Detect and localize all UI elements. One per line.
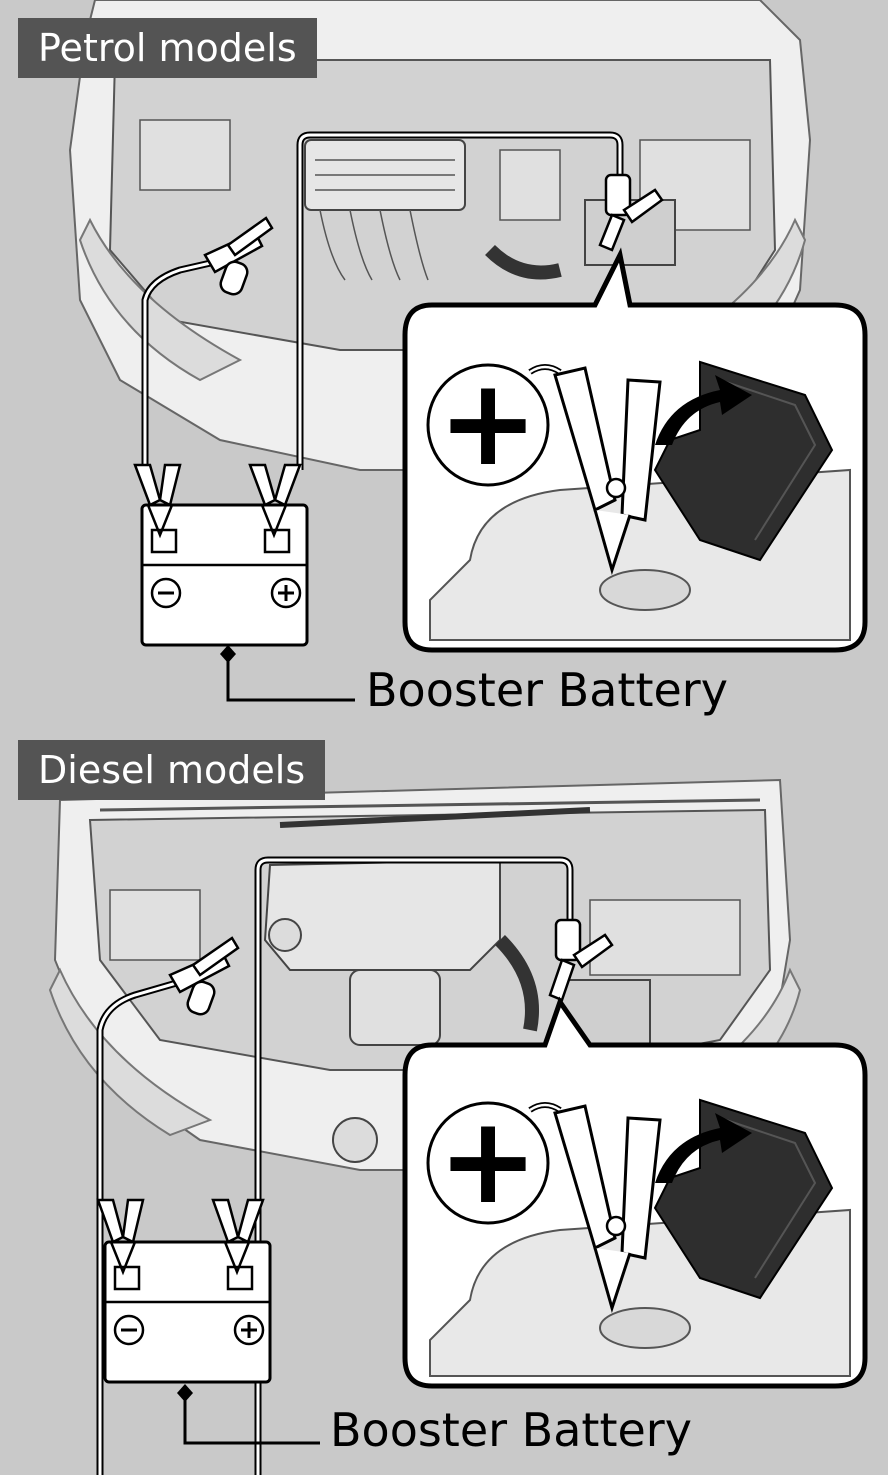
battery-icon (140, 503, 309, 647)
booster-battery-label: Booster Battery (330, 1403, 692, 1457)
diesel-engine-illustration (48, 778, 868, 1475)
jumper-clamp-icon (168, 936, 240, 1016)
label-leader-line (226, 654, 355, 702)
arrow-icon (655, 1113, 752, 1183)
petrol-section: + Petrol models Booster Battery (0, 0, 888, 735)
jumper-clamp-icon (203, 216, 274, 296)
jumper-clamp-icon (598, 173, 664, 252)
plus-symbol-icon (426, 1101, 550, 1225)
callout-plus-sign: + (437, 354, 539, 493)
booster-battery-label: Booster Battery (366, 663, 728, 717)
jumper-clamp-icon (528, 1102, 662, 1314)
label-leader-line (183, 1393, 320, 1445)
plus-symbol-icon (426, 363, 550, 487)
arrow-icon (655, 375, 752, 445)
petrol-engine-illustration (68, 0, 868, 702)
terminal-cover (653, 360, 834, 562)
section-title-diesel: Diesel models (18, 740, 326, 800)
diesel-section: + Diesel models Booster Battery (0, 740, 888, 1475)
engine-cover (263, 858, 501, 971)
jumper-clamp-icon (548, 918, 614, 1002)
battery-icon (103, 1240, 272, 1384)
section-title-petrol: Petrol models (18, 18, 317, 78)
callout-plus-sign: + (437, 1092, 539, 1231)
jumper-clamp-icon (528, 364, 662, 576)
terminal-cover (653, 1098, 834, 1300)
